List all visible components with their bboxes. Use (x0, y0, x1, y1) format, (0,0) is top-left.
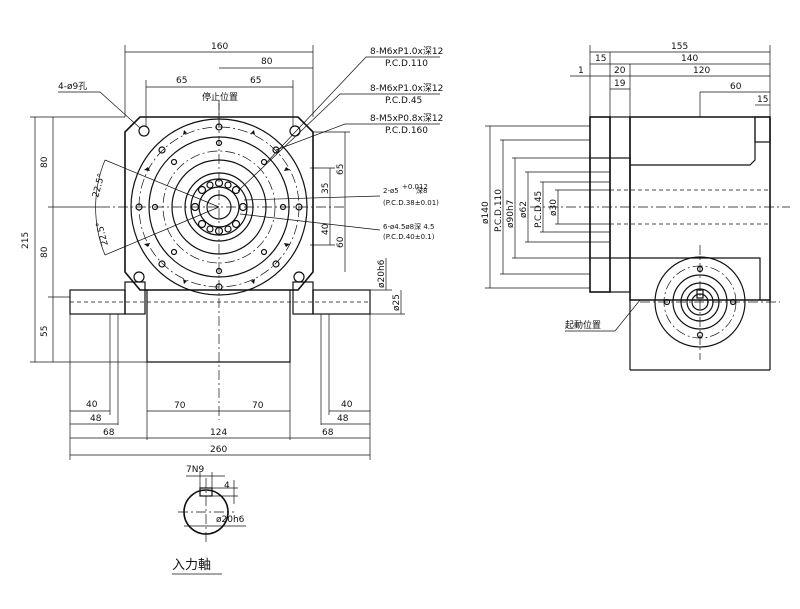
tap2-pcd: P.C.D.45 (385, 96, 422, 106)
center-bore (206, 194, 232, 220)
side-pcd45: P.C.D.45 (534, 191, 544, 228)
side-d62: ø62 (519, 201, 529, 218)
dim-68-right: 68 (322, 428, 334, 438)
start-position-label: 起動位置 (565, 319, 601, 331)
pin-hole-depth: 深8 (416, 186, 427, 195)
dim-80: 80 (261, 57, 273, 67)
dim-215: 215 (21, 232, 31, 249)
key-depth-label: 4 (224, 481, 230, 491)
pin-hole-tol: +0.012 (402, 183, 428, 191)
dim-68-left: 68 (103, 428, 115, 438)
angle-label-2: 22.5° (95, 221, 111, 247)
side-view: 起動位置 155 15 140 1 20 120 19 60 15 ø140 P… (481, 42, 790, 371)
side-dim-140: 140 (681, 54, 698, 64)
side-dim-15: 15 (595, 54, 606, 64)
dim-60: 60 (336, 236, 346, 248)
dim-124: 124 (210, 428, 227, 438)
dim-shaft-dia: ø20h6 (377, 259, 387, 288)
housing-outline (124, 116, 314, 291)
pin-hole-label: 2-ø5 (383, 187, 399, 195)
input-shaft-right (312, 289, 371, 315)
dim-260: 260 (210, 445, 227, 455)
input-shaft-end (640, 245, 780, 360)
side-dim-15-right: 15 (757, 95, 768, 105)
dim-160: 160 (211, 42, 228, 52)
side-flange (589, 116, 611, 293)
side-dim-120: 120 (693, 66, 710, 76)
side-dim-1: 1 (578, 66, 584, 76)
dim-48-right: 48 (337, 414, 349, 424)
tap1-pcd: P.C.D.110 (385, 59, 428, 69)
pin-hole-pcd: (P.C.D.38±0.01) (383, 199, 439, 207)
shaft-title: 入力軸 (172, 558, 211, 573)
shaft-dia-label: ø20h6 (216, 515, 245, 525)
key-width-label: 7N9 (186, 465, 204, 475)
inner-holes (190, 178, 248, 236)
shaft-section: 7N9 4 ø20h6 入力軸 (172, 465, 246, 575)
tap3-label: 8-M5xP0.8x深12 (370, 113, 443, 124)
dim-40: 40 (321, 223, 331, 235)
position-marks (144, 130, 290, 284)
dim-65-right: 65 (250, 76, 261, 86)
tap2-label: 8-M6xP1.0x深12 (370, 83, 443, 94)
side-d30: ø30 (549, 199, 559, 216)
dim-70-right: 70 (252, 401, 264, 411)
corner-hole-tr (289, 125, 301, 137)
side-pcd110: P.C.D.110 (494, 189, 504, 232)
corner-hole-label: 4-ø9孔 (58, 81, 87, 92)
dim-70-left: 70 (174, 401, 186, 411)
corner-hole-tl (138, 125, 150, 137)
dim-shaft-offset: ø25 (392, 294, 402, 311)
stop-position-label: 停止位置 (202, 91, 238, 103)
cbore-label: 6-ø4.5ø8深 4.5 (383, 222, 435, 231)
dim-40-right: 40 (341, 400, 353, 410)
side-d140: ø140 (481, 201, 491, 224)
dim-65-left: 65 (176, 76, 187, 86)
dim-80-upper: 80 (40, 156, 50, 168)
mid-tap-holes (151, 139, 287, 275)
cbore-pcd: (P.C.D.40±0.1) (383, 233, 435, 241)
side-dim-19: 19 (614, 79, 626, 89)
side-dim-60: 60 (730, 82, 742, 92)
side-dim-20: 20 (614, 66, 626, 76)
lower-housing (146, 290, 291, 363)
dim-48-left: 48 (90, 414, 102, 424)
dim-35: 35 (321, 183, 331, 194)
dim-55: 55 (40, 326, 50, 337)
corner-hole-br (293, 271, 305, 283)
tap1-label: 8-M6xP1.0x深12 (370, 46, 443, 57)
corner-hole-bl (133, 271, 145, 283)
dim-80-middle: 80 (40, 246, 50, 258)
side-dim-155: 155 (671, 42, 688, 52)
dim-65-right-side: 65 (336, 164, 346, 175)
front-view: 22.5° 22.5° 160 80 65 65 停止位置 4-ø9孔 8-M6… (21, 42, 443, 460)
tap3-pcd: P.C.D.160 (385, 126, 428, 136)
dim-40-left: 40 (86, 400, 98, 410)
side-d90: ø90h7 (506, 200, 516, 228)
angle-label-1: 22.5° (91, 172, 107, 198)
